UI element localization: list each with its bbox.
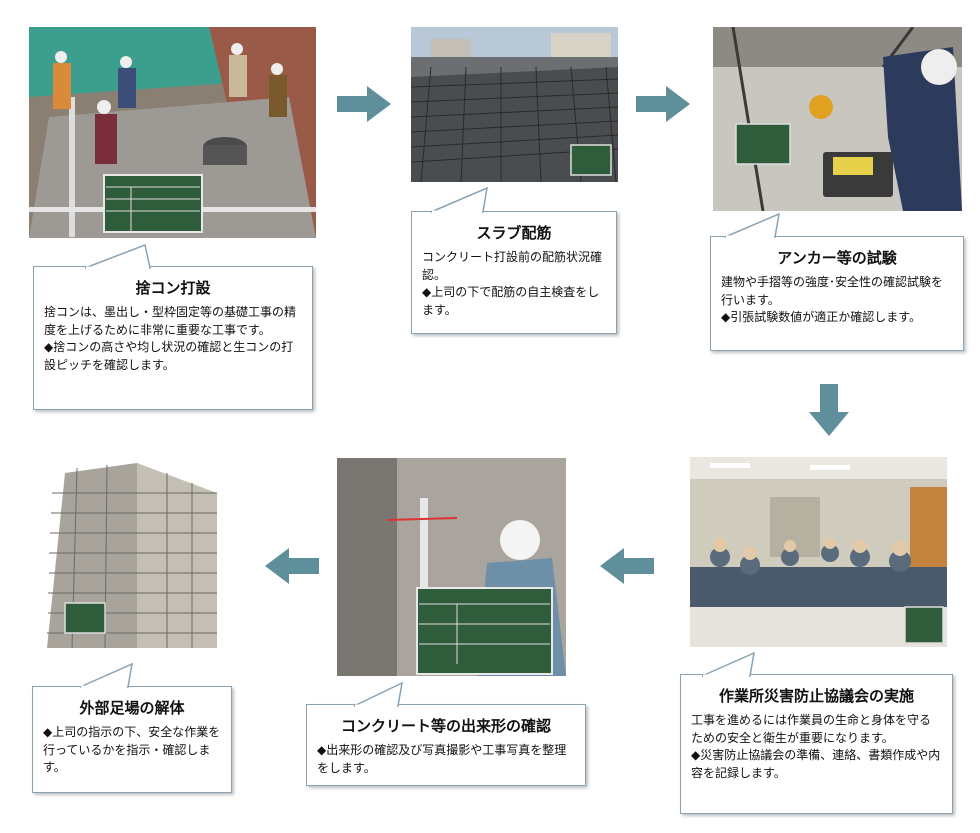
step-title: スラブ配筋: [476, 224, 552, 242]
step-title: コンクリート等の出来形の確認: [340, 717, 551, 735]
step-description: 工事を進めるには作業員の生命と身体を守るための安全と衛生が重要になります。 ◆災…: [691, 713, 941, 780]
photo-slab-rebar: [411, 27, 618, 182]
step-description: 建物や手摺等の強度･安全性の確認試験を行います。 ◆引張試験数値が適正か確認しま…: [721, 275, 944, 324]
arrow-right-icon: [636, 86, 690, 122]
photo-safety-council-meeting: [690, 457, 947, 647]
step-box-concrete-inspection: コンクリート等の出来形の確認 ◆出来形の確認及び写真撮影や工事写真を整理をします…: [306, 704, 586, 786]
photo-leveling-concrete: [29, 27, 316, 238]
step-description: コンクリート打設前の配筋状況確認。 ◆上司の下で配筋の自主検査をします。: [422, 250, 603, 317]
step-title: 作業所災害防止協議会の実施: [718, 687, 914, 705]
photo-scaffold-building: [27, 463, 232, 651]
arrow-right-icon: [337, 86, 391, 122]
step-title: アンカー等の試験: [777, 249, 897, 267]
step-description: ◆上司の指示の下、安全な作業を行っているかを指示・確認します。: [43, 725, 221, 774]
callout-tail: [701, 651, 755, 678]
arrow-down-icon: [809, 384, 849, 436]
step-box-scaffold-dismantling: 外部足場の解体 ◆上司の指示の下、安全な作業を行っているかを指示・確認します。: [32, 686, 232, 793]
step-box-slab-rebar: スラブ配筋 コンクリート打設前の配筋状況確認。 ◆上司の下で配筋の自主検査をしま…: [411, 211, 617, 334]
photo-concrete-inspection: [337, 458, 566, 676]
arrow-left-icon: [265, 548, 319, 584]
step-box-safety-council: 作業所災害防止協議会の実施 工事を進めるには作業員の生命と身体を守るための安全と…: [680, 674, 953, 814]
callout-tail: [430, 186, 488, 214]
step-description: ◆出来形の確認及び写真撮影や工事写真を整理をします。: [317, 743, 567, 775]
callout-tail: [724, 212, 780, 239]
step-description: 捨コンは、墨出し・型枠固定等の基礎工事の精度を上げるために非常に重要な工事です。…: [44, 305, 297, 372]
callout-tail: [353, 681, 403, 708]
step-title: 外部足場の解体: [79, 699, 185, 717]
arrow-left-icon: [600, 548, 654, 584]
step-box-leveling-concrete: 捨コン打設 捨コンは、墨出し・型枠固定等の基礎工事の精度を上げるために非常に重要…: [33, 266, 313, 410]
photo-anchor-test: [713, 27, 962, 211]
callout-tail: [84, 243, 151, 270]
callout-tail: [79, 662, 133, 689]
step-title: 捨コン打設: [135, 279, 211, 297]
step-box-anchor-test: アンカー等の試験 建物や手摺等の強度･安全性の確認試験を行います。 ◆引張試験数…: [710, 236, 964, 351]
